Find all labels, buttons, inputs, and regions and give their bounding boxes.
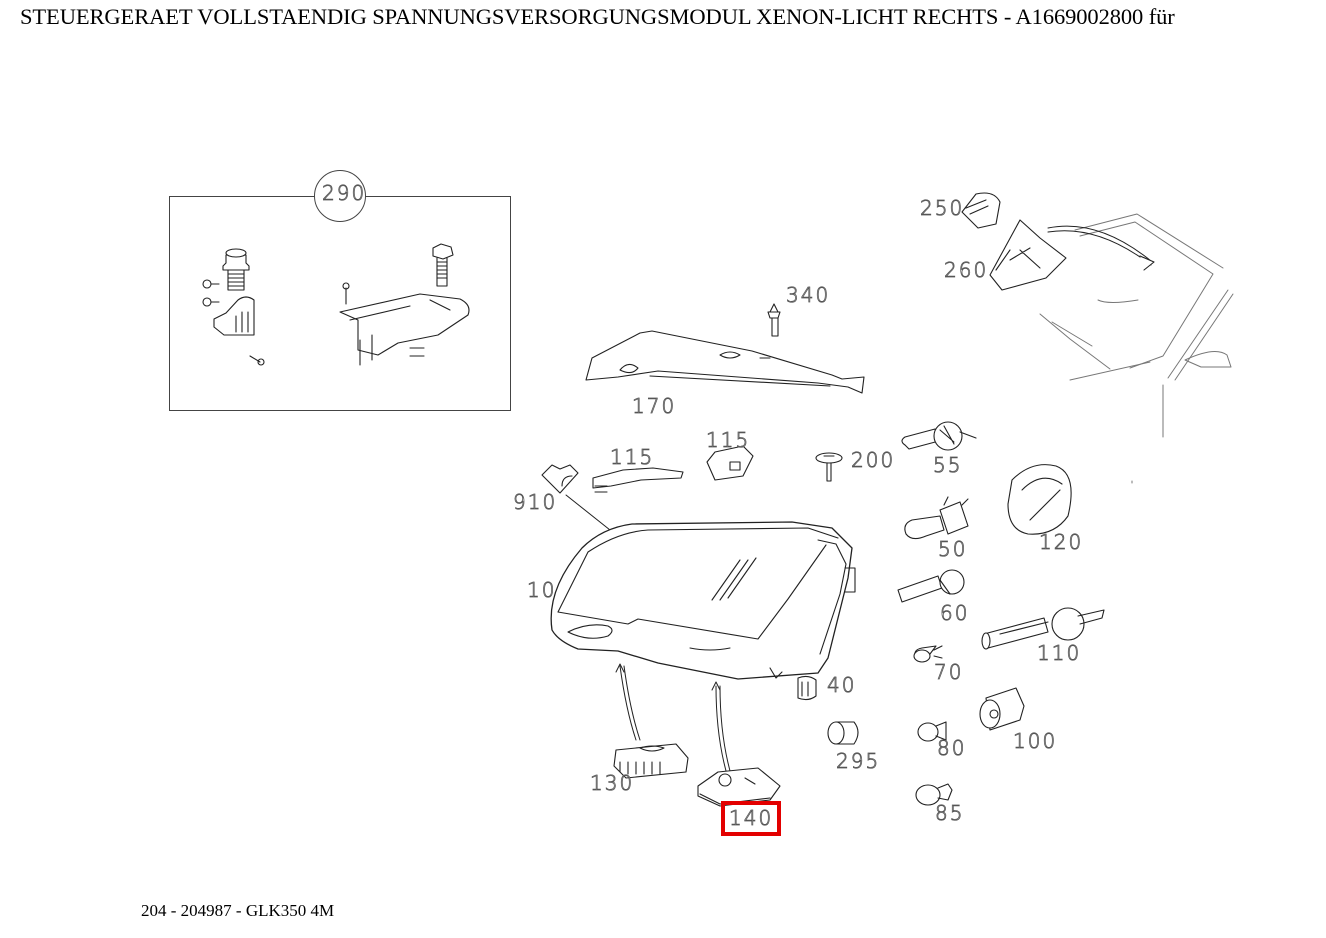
page-title: STEUERGERAET VOLLSTAENDIG SPANNUNGSVERSO… bbox=[20, 4, 1175, 29]
callout-55[interactable]: 55 bbox=[933, 453, 963, 477]
callout-115-left[interactable]: 115 bbox=[610, 445, 655, 469]
callout-70[interactable]: 70 bbox=[934, 660, 964, 684]
inset-label-circle bbox=[314, 170, 366, 222]
callout-110[interactable]: 110 bbox=[1037, 641, 1082, 665]
bulb-50 bbox=[904, 496, 969, 540]
callout-40[interactable]: 40 bbox=[827, 673, 857, 697]
callout-140-selected[interactable]: 140 bbox=[720, 801, 782, 836]
assembly-arrows bbox=[615, 663, 733, 779]
callout-85[interactable]: 85 bbox=[935, 801, 965, 825]
callout-120[interactable]: 120 bbox=[1039, 530, 1084, 554]
bulb-60 bbox=[897, 569, 965, 603]
bracket-115-left bbox=[592, 467, 684, 493]
control-unit-130 bbox=[613, 743, 689, 779]
callout-130[interactable]: 130 bbox=[590, 771, 635, 795]
headlamp-10 bbox=[550, 521, 856, 680]
callout-10[interactable]: 10 bbox=[527, 578, 557, 602]
sensor-assembly bbox=[961, 192, 1155, 291]
clip-340 bbox=[767, 303, 781, 337]
screw-200 bbox=[815, 452, 843, 482]
callout-80[interactable]: 80 bbox=[937, 736, 967, 760]
clip-115-right bbox=[706, 445, 754, 481]
model-info: 204 - 204987 - GLK350 4M bbox=[141, 901, 335, 920]
callout-170[interactable]: 170 bbox=[632, 394, 677, 418]
bulb-85 bbox=[915, 783, 953, 806]
inset-box-290 bbox=[169, 196, 511, 411]
callout-60[interactable]: 60 bbox=[940, 601, 970, 625]
xenon-bulb-110 bbox=[981, 607, 1105, 650]
bulb-55 bbox=[901, 421, 977, 451]
callout-100[interactable]: 100 bbox=[1013, 729, 1058, 753]
inset-mount-parts bbox=[202, 243, 470, 366]
callout-250[interactable]: 250 bbox=[920, 196, 965, 220]
vehicle-outline bbox=[1039, 213, 1234, 484]
callout-295[interactable]: 295 bbox=[836, 749, 881, 773]
callout-340[interactable]: 340 bbox=[786, 283, 831, 307]
lamp-holder-100 bbox=[979, 687, 1025, 731]
cover-120 bbox=[1007, 464, 1072, 535]
callout-260[interactable]: 260 bbox=[944, 258, 989, 282]
socket-40 bbox=[797, 675, 817, 701]
support-bracket-170 bbox=[585, 330, 865, 394]
bulb-70 bbox=[913, 645, 943, 663]
bulb-80 bbox=[917, 721, 947, 742]
callout-200[interactable]: 200 bbox=[851, 448, 896, 472]
control-unit-140 bbox=[697, 767, 781, 807]
socket-295 bbox=[827, 721, 859, 745]
callout-290[interactable]: 290 bbox=[322, 181, 367, 205]
callout-115-right[interactable]: 115 bbox=[706, 428, 751, 452]
label-910 bbox=[541, 464, 611, 531]
callout-910[interactable]: 910 bbox=[513, 490, 558, 514]
callout-50[interactable]: 50 bbox=[938, 537, 968, 561]
